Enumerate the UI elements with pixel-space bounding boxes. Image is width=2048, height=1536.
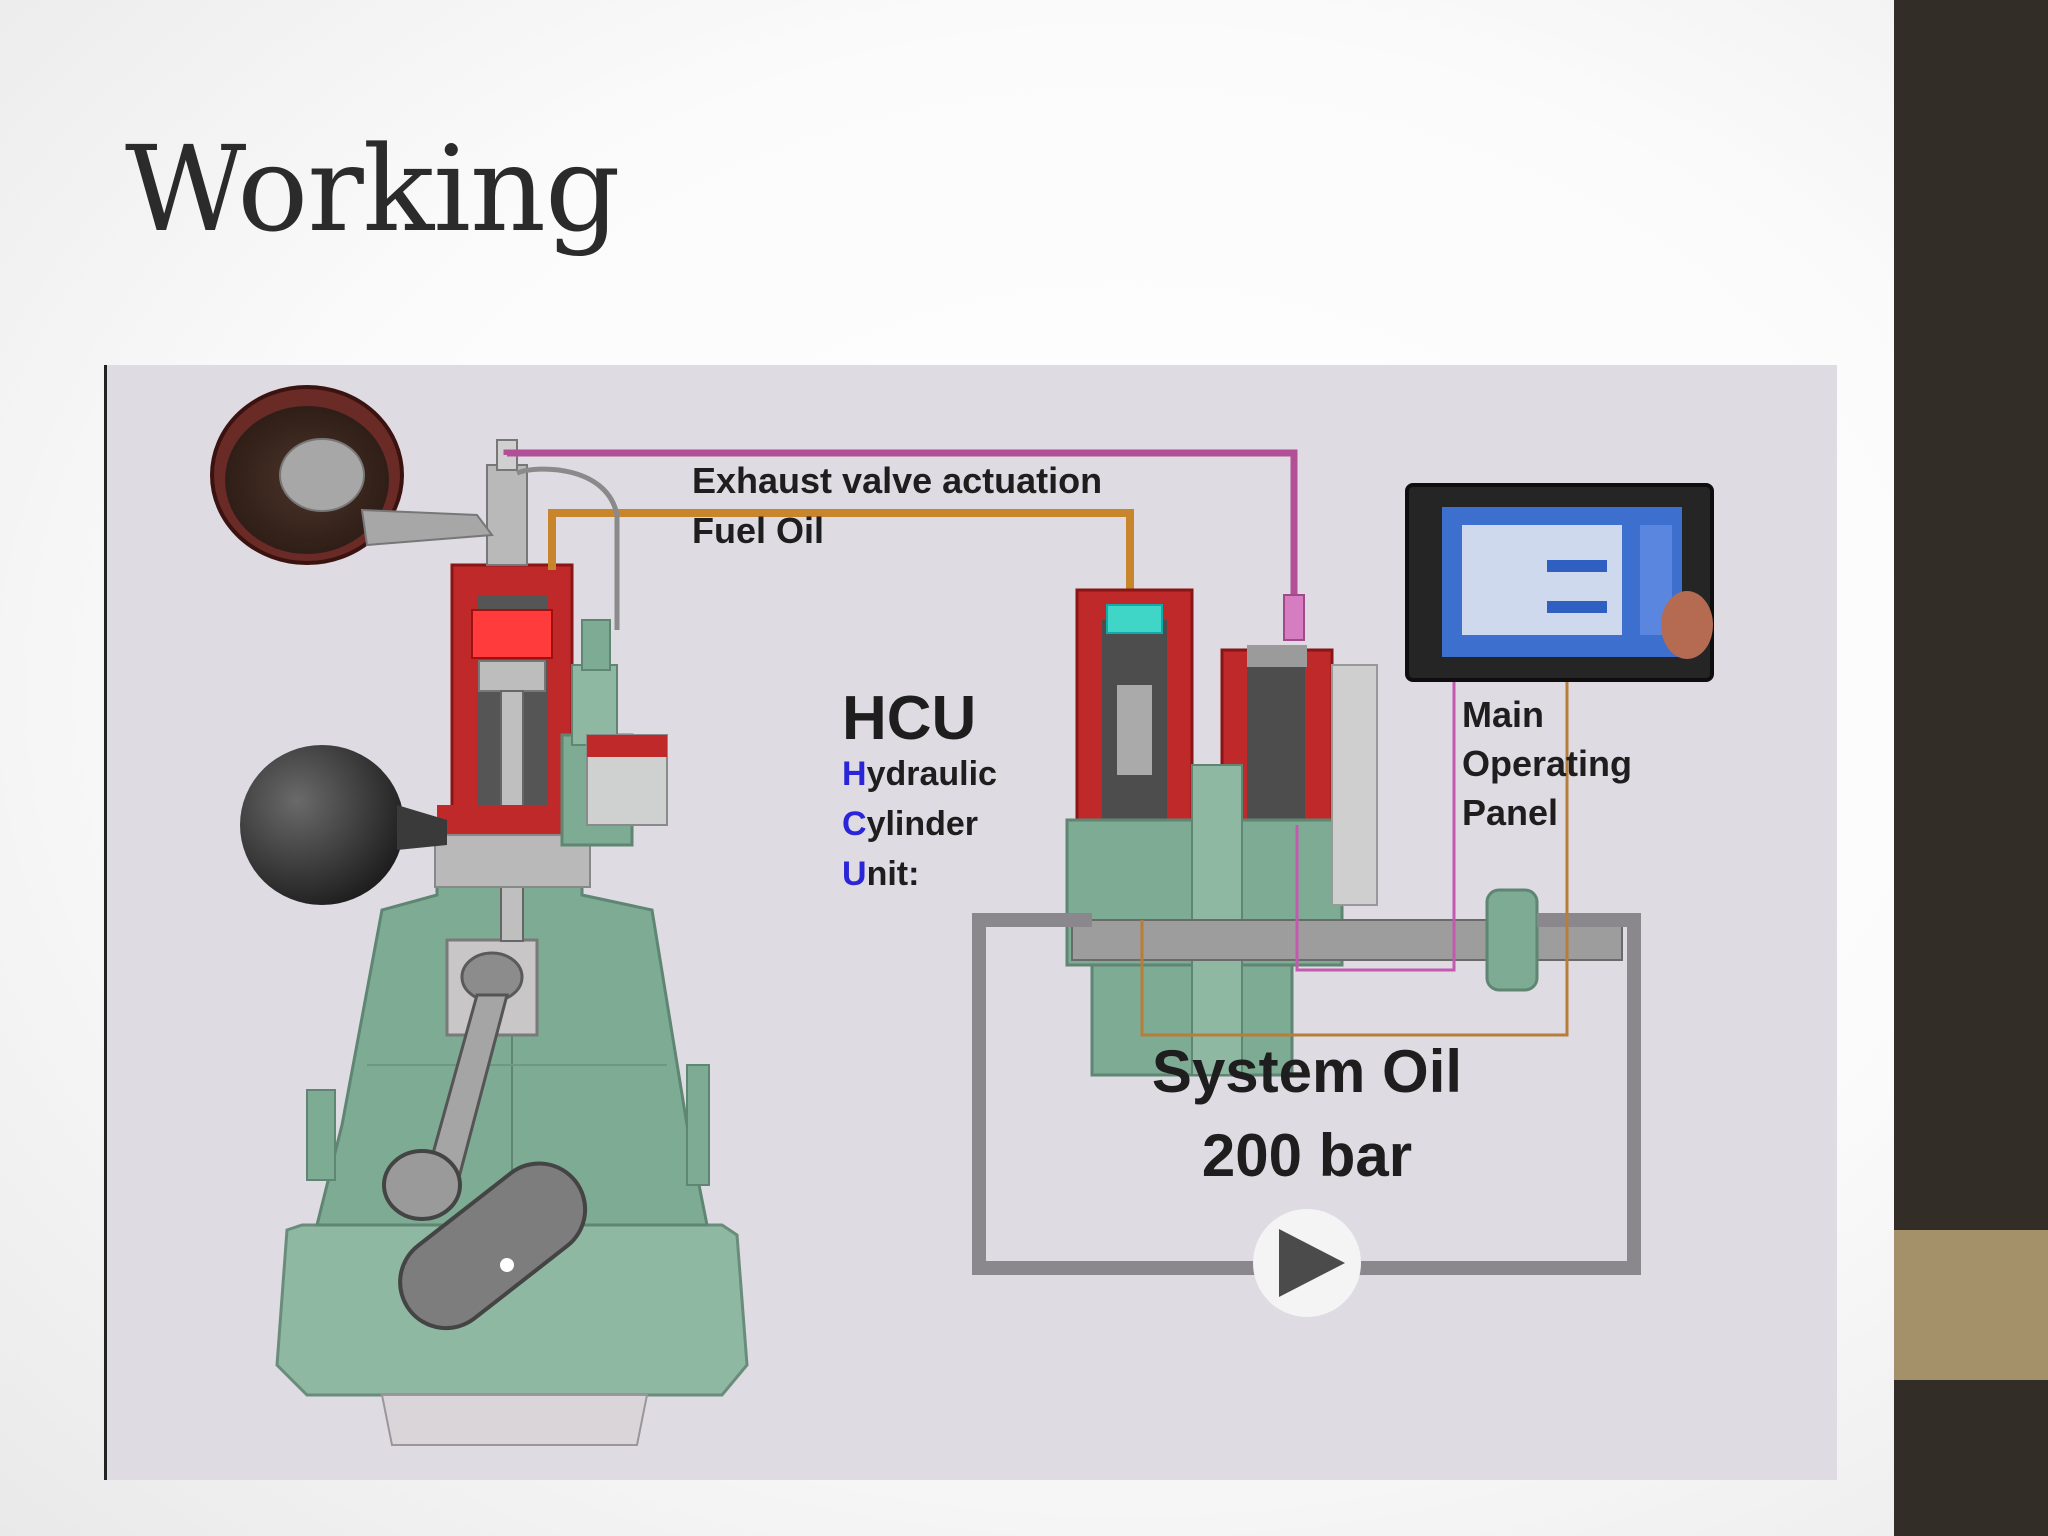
injector-pipe [516,466,620,630]
slide-title: Working [125,120,620,258]
sidebar-accent [1894,1230,2048,1380]
fuel-oil-pipe [548,509,1134,600]
hcu-line-2: Cylinder [842,805,978,844]
hcu-initial-h: H [842,755,867,793]
touchscreen-panel-icon [1405,483,1714,682]
exhaust-valve-pipe [503,449,1298,595]
hcu-initial-u: U [842,855,867,893]
hcu-rest-c: ylinder [866,805,979,843]
system-oil-text: System Oil [1151,1038,1463,1105]
hcu-line-3: Unit: [842,855,919,894]
hcu-rest-u: nit: [866,855,920,893]
exhaust-valve-label: Exhaust valve actuation [692,460,1103,501]
pump-triangle-icon [1253,1209,1361,1317]
scavenge-receiver [240,745,447,905]
main-operating-panel-label: Main Operating Panel [1462,690,1632,837]
panel-label-line-2: Operating [1462,743,1633,784]
system-oil-pressure: 200 bar [1201,1122,1413,1189]
panel-label-line-1: Main [1462,694,1545,735]
engine-cylinder [434,439,668,942]
hcu-title: HCU [842,684,977,753]
exhaust-pipe-coupling [1283,594,1305,641]
engine-block [275,883,749,1446]
system-oil-label: System Oil 200 bar [1057,1030,1557,1198]
hcu-initial-c: C [842,805,867,843]
hcu-rest-h: ydraulic [866,755,997,793]
turbocharger [210,385,494,565]
diagram-drawing [210,385,1714,1446]
fuel-oil-label: Fuel Oil [692,510,825,551]
panel-label-line-3: Panel [1462,792,1559,833]
hcu-line-1: Hydraulic [842,755,997,794]
engine-diagram: Exhaust valve actuation Fuel Oil HCU Hyd… [104,365,1837,1480]
